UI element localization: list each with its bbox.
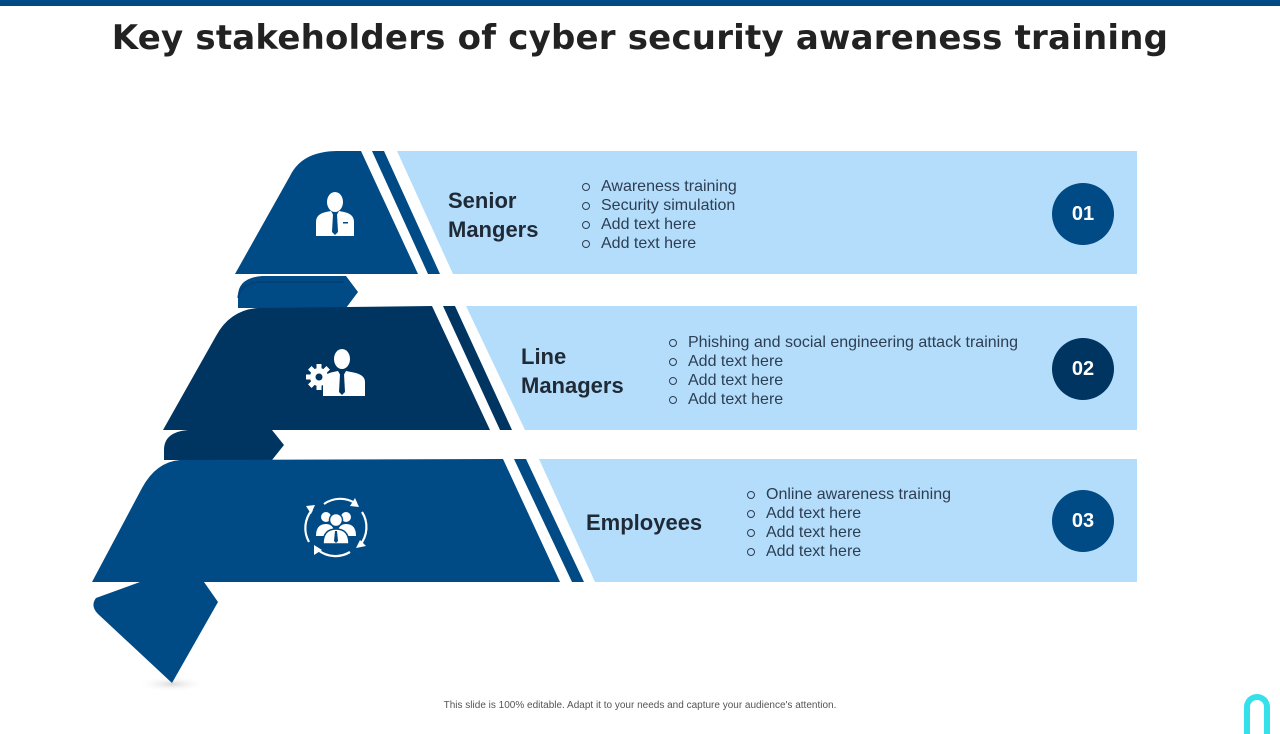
fold-tab-1 <box>238 276 358 308</box>
tier-1-label: Senior Mangers <box>448 186 538 244</box>
tier-1-label-line1: Senior <box>448 188 517 213</box>
bullet-item: Add text here <box>669 371 1018 390</box>
bullet-circle-icon <box>747 491 755 499</box>
bullet-item: Add text here <box>669 390 1018 409</box>
tier-2-label-line1: Line <box>521 344 567 369</box>
tier-1-bullets: Awareness training Security simulation A… <box>582 177 737 253</box>
corner-accent-arc <box>1244 694 1270 734</box>
bullet-circle-icon <box>747 529 755 537</box>
bullet-circle-icon <box>669 358 677 366</box>
top-accent-bar <box>0 0 1280 6</box>
tier-3-stripe <box>514 459 584 582</box>
bullet-item: Phishing and social engineering attack t… <box>669 333 1018 352</box>
tier-1-stripe <box>372 151 440 274</box>
bullet-circle-icon <box>582 183 590 191</box>
bullet-item: Add text here <box>582 215 737 234</box>
bullet-circle-icon <box>582 202 590 210</box>
bullet-circle-icon <box>747 510 755 518</box>
bullet-circle-icon <box>582 221 590 229</box>
footer-note: This slide is 100% editable. Adapt it to… <box>443 700 837 711</box>
tier-3-bullets: Online awareness training Add text here … <box>747 485 951 561</box>
tier-2-bullets: Phishing and social engineering attack t… <box>669 333 1018 409</box>
bullet-item: Security simulation <box>582 196 737 215</box>
bullet-circle-icon <box>582 240 590 248</box>
bullet-circle-icon <box>669 377 677 385</box>
tier-1-label-line2: Mangers <box>448 217 539 242</box>
tier-3-label: Employees <box>586 508 702 537</box>
bullet-circle-icon <box>669 396 677 404</box>
tier-3-panel <box>539 459 1137 582</box>
bullet-item: Online awareness training <box>747 485 951 504</box>
bullet-item: Awareness training <box>582 177 737 196</box>
bullet-circle-icon <box>747 548 755 556</box>
tier-2-stripe <box>443 306 512 430</box>
bullet-item: Add text here <box>747 504 951 523</box>
ribbon-tail <box>93 582 218 683</box>
team-cycle-icon <box>304 497 368 558</box>
tier-2-panel <box>466 306 1137 430</box>
tier-2-number-badge: 02 <box>1052 338 1114 400</box>
bullet-circle-icon <box>669 339 677 347</box>
slide-title: Key stakeholders of cyber security aware… <box>111 18 1169 58</box>
ground-shadow <box>138 676 206 692</box>
manager-gear-icon <box>306 349 365 396</box>
bullet-item: Add text here <box>582 234 737 253</box>
bullet-item: Add text here <box>747 542 951 561</box>
tier-2-label: Line Managers <box>521 342 624 400</box>
tier-3-label-line1: Employees <box>586 510 703 535</box>
bullet-item: Add text here <box>747 523 951 542</box>
tier-1-number-badge: 01 <box>1052 183 1114 245</box>
tier-3-number-badge: 03 <box>1052 490 1114 552</box>
fold-tab-2 <box>164 430 284 460</box>
businessman-icon <box>316 192 354 236</box>
tier-2-label-line2: Managers <box>521 373 624 398</box>
bullet-item: Add text here <box>669 352 1018 371</box>
